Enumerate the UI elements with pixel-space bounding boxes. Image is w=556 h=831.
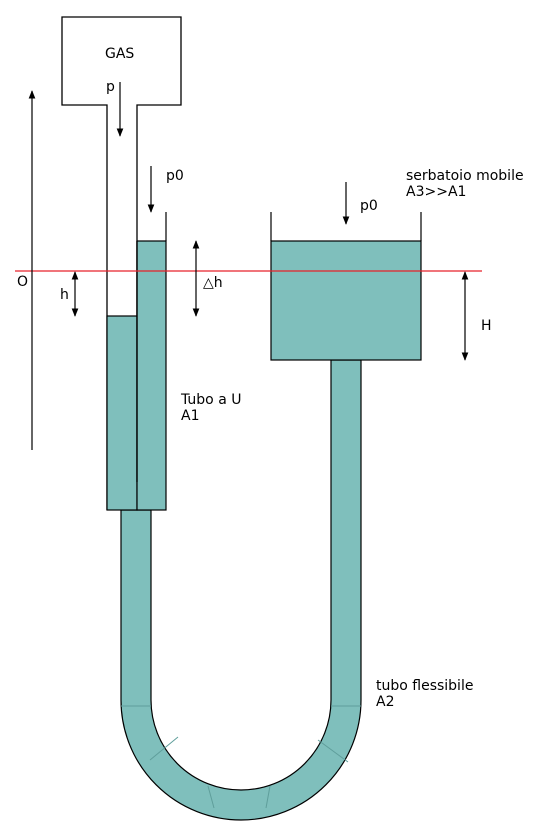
gas-container xyxy=(61,16,182,510)
origin-label: O xyxy=(17,274,28,290)
u-tube-label-line2: A1 xyxy=(181,408,199,424)
H-label: H xyxy=(481,318,492,334)
p-label: p xyxy=(106,79,115,95)
p0-tube-label: p0 xyxy=(166,168,184,184)
tank-label-line1: serbatoio mobile xyxy=(406,168,524,184)
u-tube-left-column xyxy=(106,315,138,511)
flex-tube-label-line2: A2 xyxy=(376,694,394,710)
delta-h-label: △h xyxy=(203,275,223,291)
flexible-tube xyxy=(120,359,362,821)
flexible-tube-bend-outline xyxy=(121,705,361,809)
u-tube-right-column xyxy=(136,240,167,511)
u-tube-label-line1: Tubo a U xyxy=(180,392,241,408)
h-label: h xyxy=(60,287,69,303)
gas-label: GAS xyxy=(105,46,134,62)
p0-tank-label: p0 xyxy=(360,198,378,214)
tank-label-line2: A3>>A1 xyxy=(406,184,466,200)
tank-liquid xyxy=(270,240,422,361)
flex-tube-label-line1: tubo flessibile xyxy=(376,678,473,694)
